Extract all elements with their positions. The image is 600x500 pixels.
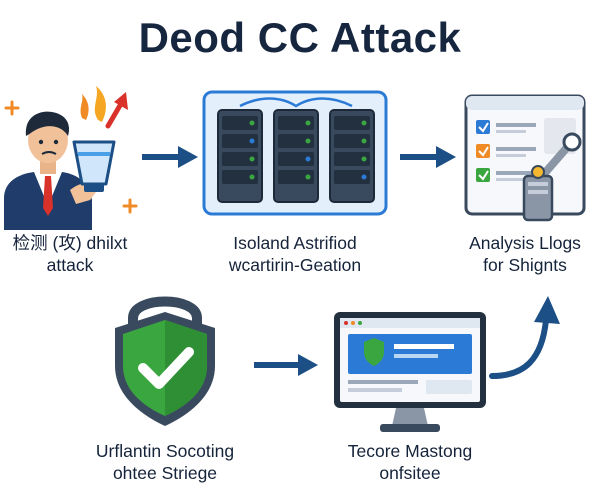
step5-line1: Tecore Mastong — [347, 441, 473, 461]
shield-check-icon — [115, 296, 215, 426]
flow-arrow-1 — [142, 146, 198, 168]
step5-line2: onfsitee — [379, 463, 441, 483]
log-report-icon — [464, 94, 586, 222]
flow-arrow-3 — [254, 354, 318, 376]
step1-line2: attack — [46, 255, 94, 275]
step3-line2: for Shignts — [483, 255, 567, 275]
diagram-title: Deod CC Attack — [138, 14, 462, 61]
step4-label: Urflantin Socoting ohtee Striege — [60, 440, 270, 484]
step4-line2: ohtee Striege — [112, 463, 218, 483]
step2-line1: Isoland Astrifiod — [233, 233, 357, 253]
step5-label: Tecore Mastong onfsitee — [310, 440, 510, 484]
flow-arrow-2 — [400, 146, 456, 168]
step4-line1: Urflantin Socoting — [95, 441, 235, 461]
flow-arrow-4 — [489, 296, 560, 379]
step2-label: Isoland Astrifiod wcartirin-Geation — [195, 232, 395, 276]
monitor-dashboard-icon — [334, 312, 486, 432]
step3-label: Analysis Llogs for Shignts — [455, 232, 595, 276]
person-with-alert-icon — [4, 86, 138, 230]
step2-line2: wcartirin-Geation — [228, 255, 362, 275]
step1-label: 检测 (攻) dhilxt attack — [0, 232, 140, 276]
server-rack-icon — [202, 90, 388, 216]
step3-line1: Analysis Llogs — [469, 233, 581, 253]
step1-line1: 检测 (攻) dhilxt — [12, 233, 128, 253]
